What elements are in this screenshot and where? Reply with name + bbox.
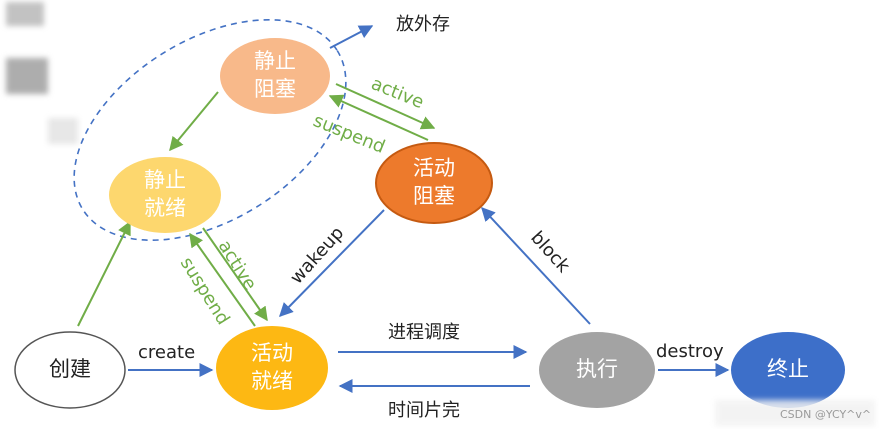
node-static-blocked-line2: 阻塞 bbox=[254, 77, 296, 101]
arrow-static-ready-to-active-ready bbox=[202, 227, 268, 322]
node-static-ready-line2: 就绪 bbox=[144, 196, 186, 220]
arrow-wakeup bbox=[279, 209, 385, 317]
node-active-blocked: 活动 阻塞 bbox=[375, 142, 493, 224]
node-active-ready: 活动 就绪 bbox=[216, 326, 328, 410]
watermark-text: CSDN @YCY^v^ bbox=[780, 408, 871, 421]
label-create: create bbox=[138, 342, 195, 363]
label-active-lower: active bbox=[214, 237, 261, 295]
node-active-ready-line1: 活动 bbox=[251, 341, 293, 365]
swap-area-dashed-ellipse bbox=[73, 19, 347, 241]
node-terminate: 终止 bbox=[731, 332, 845, 408]
node-active-ready-line2: 就绪 bbox=[251, 369, 293, 393]
arrow-swap-out bbox=[329, 25, 374, 49]
node-terminate-label: 终止 bbox=[767, 357, 809, 381]
node-execute: 执行 bbox=[539, 332, 655, 408]
label-destroy: destroy bbox=[656, 341, 724, 362]
watermark-blur-bg bbox=[715, 400, 875, 426]
arrow-active-ready-to-static-ready bbox=[189, 232, 256, 327]
node-static-ready-line1: 静止 bbox=[144, 168, 186, 192]
arrow-static-blocked-to-static-ready bbox=[169, 91, 219, 152]
label-swap-out: 放外存 bbox=[396, 14, 450, 35]
label-active-upper: active bbox=[368, 73, 427, 113]
node-create: 创建 bbox=[14, 331, 126, 409]
node-static-blocked: 静止 阻塞 bbox=[220, 38, 330, 114]
node-static-blocked-line1: 静止 bbox=[254, 49, 296, 73]
arrow-create-to-static-ready bbox=[77, 220, 131, 327]
arrow-block bbox=[481, 206, 591, 325]
label-block: block bbox=[526, 227, 574, 277]
node-static-ready: 静止 就绪 bbox=[109, 157, 221, 233]
label-timeslice: 时间片完 bbox=[388, 400, 460, 421]
node-create-label: 创建 bbox=[49, 357, 91, 381]
node-active-blocked-line1: 活动 bbox=[413, 156, 455, 180]
left-blur-artifacts bbox=[6, 2, 78, 144]
node-active-blocked-line2: 阻塞 bbox=[413, 184, 455, 208]
arrow-static-blocked-to-active-blocked bbox=[335, 83, 436, 130]
arrow-active-blocked-to-static-blocked bbox=[328, 94, 429, 141]
label-schedule: 进程调度 bbox=[388, 322, 460, 343]
node-execute-label: 执行 bbox=[576, 357, 618, 381]
